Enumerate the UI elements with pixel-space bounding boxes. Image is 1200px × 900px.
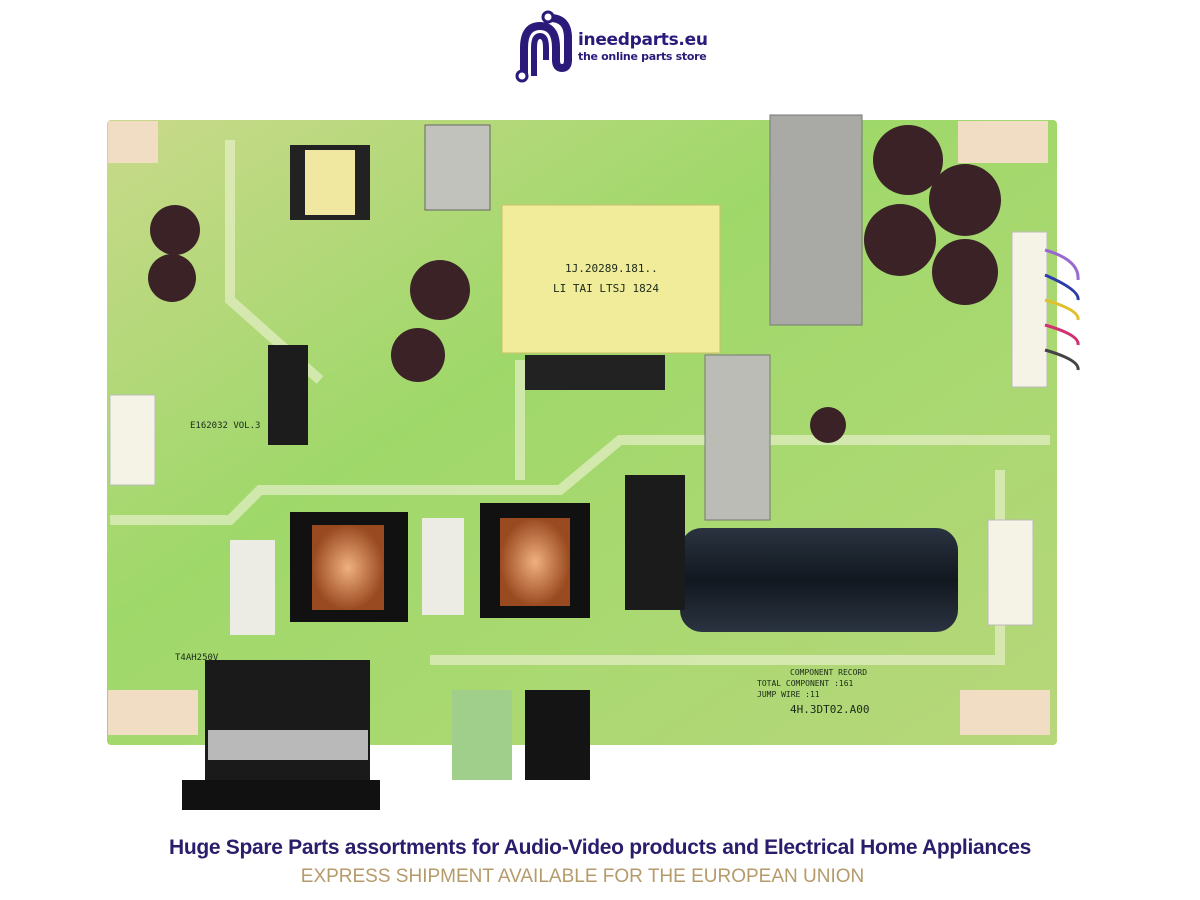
capacitors [148,125,1001,443]
board-model: 4H.3DT02.A00 [790,703,869,716]
connector [987,519,1034,626]
logo-tagline: the online parts store [578,50,707,63]
transformer-label-1: 1J.20289.181.. [565,262,658,275]
footer-subline: EXPRESS SHIPMENT AVAILABLE FOR THE EUROP… [300,866,865,887]
ic-chip [268,345,308,445]
heatsink [704,354,771,521]
brand-logo: ineedparts.eu the online parts store [512,8,712,84]
connector [1011,231,1048,388]
heatsink [424,124,491,211]
transformer-label-2: LI TAI LTSJ 1824 [553,282,659,295]
logo-mark-icon [515,10,572,83]
ic-label: E162032 VOL.3 [190,421,260,431]
connector [109,394,156,486]
wires [1044,248,1080,371]
logo-name: ineedparts.eu [578,30,708,50]
heatsink [769,114,863,326]
jack-black [525,690,590,780]
bridge-rectifier [625,475,685,610]
pcb-photo: 1J.20289.181.. LI TAI LTSJ 1824 4H.3DT02… [107,114,1080,810]
mount-pads [108,121,1050,735]
footer-headline: Huge Spare Parts assortments for Audio-V… [168,836,1032,859]
main-transformer [501,204,721,354]
fuse-label: T4AH250V [175,653,219,663]
record-total: TOTAL COMPONENT :161 [757,679,854,688]
ac-inlet [205,660,370,780]
bulk-capacitor [680,528,958,632]
record-jump: JUMP WIRE :11 [757,690,820,699]
record-title: COMPONENT RECORD [790,668,867,677]
jack-green [452,690,512,780]
